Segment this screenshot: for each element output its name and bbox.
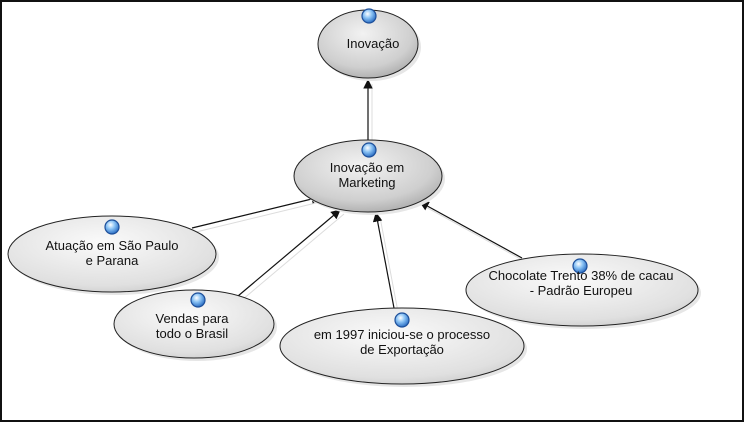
- node-ellipse[interactable]: [279, 307, 525, 385]
- node-exportacao[interactable]: [279, 307, 527, 387]
- node-ellipse[interactable]: [465, 253, 699, 327]
- edge-atuacao-to-inovacao-marketing: [191, 194, 321, 229]
- node-ellipse[interactable]: [113, 289, 275, 359]
- node-marker-icon[interactable]: [190, 292, 206, 308]
- node-chocolate[interactable]: [465, 253, 701, 329]
- nodes-layer: [7, 8, 701, 387]
- edge-exportacao-to-inovacao-marketing: [372, 212, 395, 309]
- edge-vendas-to-inovacao-marketing: [237, 209, 341, 297]
- edge-shadow-chocolate: [423, 205, 527, 263]
- node-marker-icon[interactable]: [572, 258, 588, 274]
- edge-shadow-exportacao: [379, 216, 399, 313]
- node-marker-icon[interactable]: [394, 312, 410, 328]
- edge-shadow-atuacao: [195, 200, 325, 233]
- node-inovacao[interactable]: [317, 8, 421, 81]
- node-inovacao-marketing[interactable]: [293, 139, 445, 215]
- node-vendas[interactable]: [113, 289, 277, 361]
- edge-chocolate-to-inovacao-marketing: [419, 201, 523, 259]
- node-marker-icon[interactable]: [361, 142, 377, 158]
- node-marker-icon[interactable]: [361, 8, 377, 24]
- edges-layer: [191, 79, 527, 313]
- node-ellipse[interactable]: [293, 139, 443, 213]
- edge-shadow-vendas: [241, 213, 345, 301]
- node-atuacao[interactable]: [7, 215, 219, 295]
- node-marker-icon[interactable]: [104, 219, 120, 235]
- node-ellipse[interactable]: [7, 215, 217, 293]
